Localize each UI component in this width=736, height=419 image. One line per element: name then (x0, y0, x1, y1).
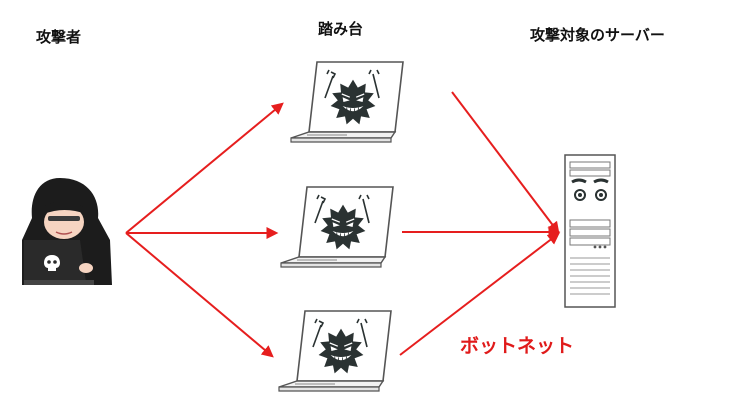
bot-laptop-middle-icon (281, 187, 393, 267)
botnet-label: ボットネット (460, 335, 575, 357)
attacker-label: 攻撃者 (36, 28, 82, 46)
hooded-hacker-icon (22, 178, 112, 285)
target-server-label: 攻撃対象のサーバー (530, 26, 665, 44)
arrow-top-to-server (451, 91, 560, 234)
bot-laptop-bottom-icon (279, 311, 391, 391)
bot-laptop-top-icon (291, 62, 403, 142)
stepping-stone-label: 踏み台 (318, 20, 364, 38)
arrow-bottom-to-server (399, 232, 560, 356)
server-tower-icon (564, 154, 616, 308)
arrow-attacker-to-bottom (125, 232, 274, 358)
arrow-attacker-to-top (125, 102, 284, 234)
